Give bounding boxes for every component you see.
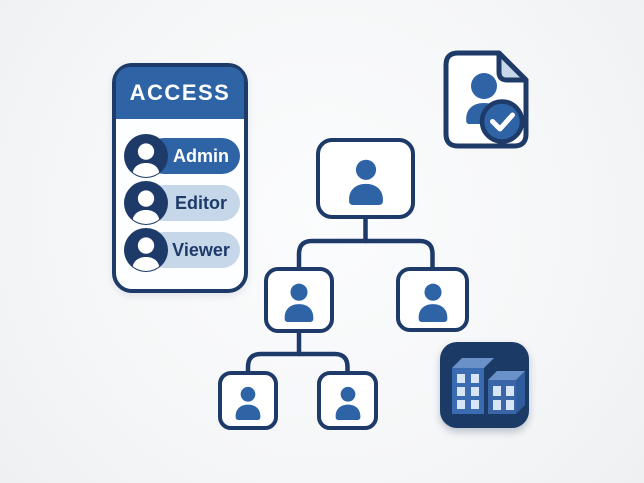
org-node-manager-left <box>264 267 334 333</box>
role-row-editor: Editor <box>124 181 242 225</box>
org-node-manager-right <box>396 267 469 332</box>
person-icon <box>277 278 321 322</box>
user-avatar-icon <box>124 181 168 225</box>
role-label-viewer: Viewer <box>172 239 230 260</box>
user-avatar-icon <box>124 134 168 178</box>
person-icon <box>411 278 455 322</box>
person-icon <box>340 153 392 205</box>
org-node-root <box>316 138 415 219</box>
access-title: ACCESS <box>129 80 231 105</box>
org-node-member-right <box>317 371 378 430</box>
org-node-member-left <box>218 371 278 430</box>
role-label-editor: Editor <box>175 192 227 213</box>
role-row-admin: Admin <box>124 134 242 178</box>
access-panel-header: ACCESS <box>116 67 244 119</box>
person-icon <box>329 382 367 420</box>
user-avatar-icon <box>124 228 168 272</box>
role-label-admin: Admin <box>173 145 229 166</box>
access-panel: ACCESS Admin Editor Viewer <box>112 63 248 293</box>
person-icon <box>229 382 267 420</box>
office-building-icon <box>440 342 529 428</box>
user-document-check-icon <box>442 49 530 150</box>
role-row-viewer: Viewer <box>124 228 242 272</box>
